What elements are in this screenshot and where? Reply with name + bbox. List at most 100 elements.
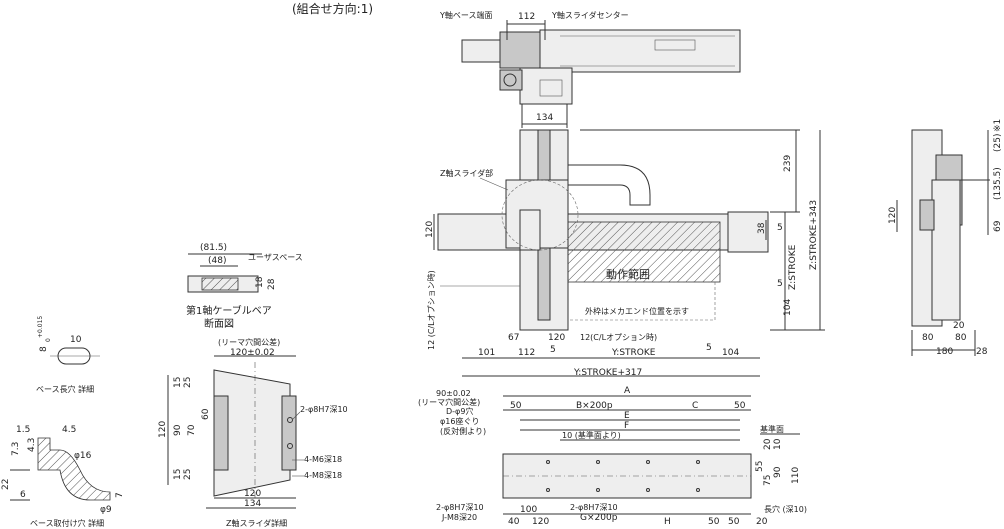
y-slider-center-label: Y軸スライダセンター <box>551 10 629 20</box>
side-dim-135: (135.5) <box>993 167 1003 200</box>
side-dim-80a: 80 <box>922 333 934 343</box>
side-view: (25) ※1 (135.5) 69 120 20 80 80 180 28 <box>888 119 1003 357</box>
slot-detail: 8 +0.015 0 10 ベース長穴 詳細 <box>36 316 100 394</box>
cable-section: (81.5) (48) ユーザスペース 18 28 第1軸ケーブルベア 断面図 <box>186 243 303 330</box>
y-stroke-label: Y:STROKE <box>611 348 656 358</box>
cable-dim-18: 18 <box>255 276 265 288</box>
user-space-label: ユーザスペース <box>248 253 303 262</box>
side-dim-25: (25) <box>993 134 1003 152</box>
zs-d120b: 120 <box>244 489 261 499</box>
z-slider-label: Z軸スライダ部 <box>440 168 493 178</box>
cable-title-1: 第1軸ケーブルベア <box>186 304 272 317</box>
base-pin1: 2-φ8H7深10 <box>436 503 484 512</box>
zs-d15a: 15 <box>173 377 183 388</box>
base-view: 90±0.02 (リーマ穴間公差) D-φ9穴 φ16座ぐり (反対側より) A… <box>418 386 807 527</box>
base-d20: 20 <box>763 438 773 450</box>
dim-5c: 5 <box>550 345 556 355</box>
front-view: 239 38 5 Z:STROKE 5 104 Z:STROKE+343 Z軸ス… <box>425 129 825 378</box>
zs-reamer: (リーマ穴間公差) <box>218 337 280 347</box>
base-d110: 110 <box>791 467 801 484</box>
cable-dim-28: 28 <box>267 278 277 290</box>
base-d90: 90 <box>773 466 783 478</box>
zs-d15b: 15 <box>173 469 183 480</box>
z-stroke-label: Z:STROKE <box>788 244 798 290</box>
base-pin2: 2-φ8H7深10 <box>570 503 618 512</box>
zs-d120v: 120 <box>158 421 168 438</box>
base-Gx200: G×200p <box>580 513 618 523</box>
base-E: E <box>624 411 630 421</box>
zs-d25b: 25 <box>183 469 193 480</box>
base-d55: 55 <box>755 461 765 472</box>
mh-d7: 7 <box>115 492 125 498</box>
mh-d15: 1.5 <box>16 425 30 435</box>
dim-5d: 5 <box>706 343 712 353</box>
mh-d16: φ16 <box>74 451 92 461</box>
base-A: A <box>624 386 631 396</box>
zs-title: Z軸スライダ詳細 <box>226 518 287 528</box>
slot-dim-10: 10 <box>70 335 82 345</box>
c-option-vertical: 12 (C/Lオプション時) <box>427 270 436 350</box>
slot-tol: 8 <box>39 346 49 352</box>
base-C: C <box>692 401 698 411</box>
base-jm8: J-M8深20 <box>441 513 477 522</box>
mh-d73: 7.3 <box>11 442 21 456</box>
base-d90tol: 90±0.02 <box>436 389 471 398</box>
side-dim-80b: 80 <box>955 333 967 343</box>
dim-112-bottom: 112 <box>518 348 535 358</box>
mount-hole-detail: 1.5 4.5 7.3 4.3 φ16 22 6 7 φ9 ベース取付け穴 詳細 <box>1 425 125 528</box>
zs-d25a: 25 <box>183 377 193 388</box>
dim-101: 101 <box>478 348 495 358</box>
base-counter: φ16座ぐり <box>440 416 479 426</box>
base-d9: D-φ9穴 <box>446 406 473 416</box>
side-dim-120: 120 <box>888 207 898 224</box>
zs-d60: 60 <box>201 408 211 420</box>
base-d50b: 50 <box>734 401 746 411</box>
slot-tol-sup: +0.015 <box>37 316 44 338</box>
dim-38: 38 <box>757 222 767 234</box>
side-dim-20: 20 <box>953 321 965 331</box>
slot-title: ベース長穴 詳細 <box>36 384 94 394</box>
mh-d22: 22 <box>1 479 11 490</box>
motion-range-label: 動作範囲 <box>606 267 650 281</box>
mh-title: ベース取付け穴 詳細 <box>30 518 104 528</box>
y-base-end-label: Y軸ベース端面 <box>439 10 493 20</box>
base-reamer: (リーマ穴間公差) <box>418 397 480 407</box>
cable-dim-48: (48) <box>208 256 226 266</box>
top-view: Y軸ベース端面 Y軸スライダセンター 112 134 <box>439 10 741 128</box>
cable-title-2: 断面図 <box>204 317 234 330</box>
dim-104-bottom: 104 <box>722 348 739 358</box>
y-stroke-total: Y:STROKE+317 <box>573 368 642 378</box>
base-opposite: (反対側より) <box>440 426 486 436</box>
side-dim-180: 180 <box>936 347 953 357</box>
base-F: F <box>624 421 629 431</box>
dim-5a: 5 <box>777 223 783 233</box>
dim-104-right: 104 <box>783 299 793 316</box>
mh-d43: 4.3 <box>27 438 37 452</box>
zs-pin: 2-φ8H7深10 <box>300 405 348 414</box>
slot-tol-sub: 0 <box>45 338 52 342</box>
base-d75: 75 <box>763 475 773 486</box>
zs-d134: 134 <box>244 499 261 509</box>
z-stroke-total: Z:STROKE+343 <box>809 200 819 270</box>
base-ref-face: 基準面 <box>760 424 784 434</box>
cable-dim-81: (81.5) <box>200 243 227 253</box>
dim-112-top: 112 <box>518 12 535 22</box>
base-Bx200: B×200p <box>576 401 613 411</box>
base-d10: 10 <box>773 438 783 450</box>
base-d40: 40 <box>508 517 520 527</box>
dim-239: 239 <box>783 155 793 172</box>
mech-end-note: 外枠はメカエンド位置を示す <box>585 306 689 316</box>
z-slider-detail: (リーマ穴間公差) 120±0.02 15 25 120 90 70 60 15… <box>158 337 348 528</box>
base-slot: 長穴 (深10) <box>764 504 807 514</box>
c-option-horizontal: 12(C/Lオプション時) <box>580 333 657 342</box>
mh-d45: 4.5 <box>62 425 76 435</box>
dim-5b: 5 <box>777 279 783 289</box>
zs-m6: 4-M6深18 <box>304 455 342 464</box>
base-d50a: 50 <box>510 401 522 411</box>
mh-d9: φ9 <box>100 505 112 515</box>
dim-134-top: 134 <box>536 113 553 123</box>
base-H: H <box>664 517 671 527</box>
base-d120: 120 <box>532 517 549 527</box>
zs-d90: 90 <box>173 424 183 436</box>
